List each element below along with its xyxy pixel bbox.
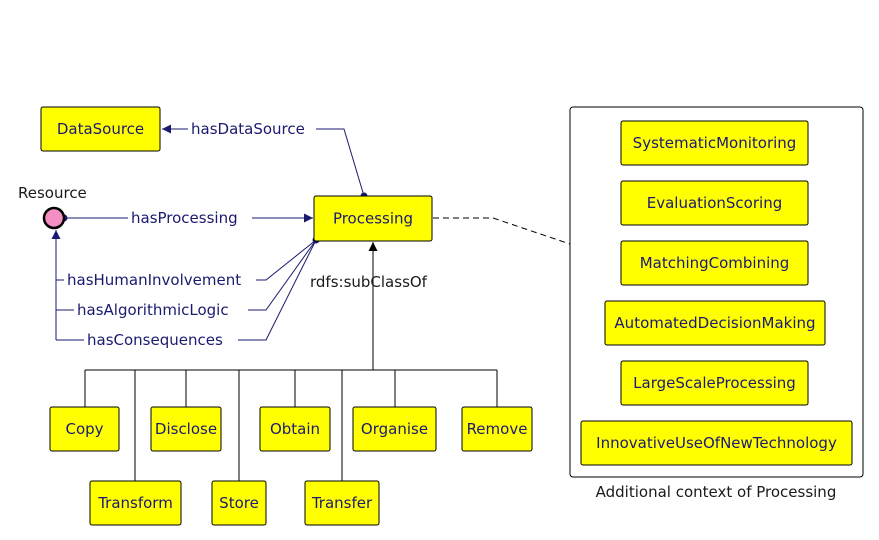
node-store[interactable]: Store <box>211 480 267 526</box>
svg-text:MatchingCombining: MatchingCombining <box>640 254 790 272</box>
context-item-large-scale-processing[interactable]: LargeScaleProcessing <box>620 360 809 406</box>
label-has-data-source: hasDataSource <box>191 120 305 138</box>
svg-text:Disclose: Disclose <box>155 420 217 438</box>
edge-has-data-source <box>162 124 365 197</box>
context-item-matching-combining[interactable]: MatchingCombining <box>620 240 809 286</box>
svg-text:Organise: Organise <box>361 420 428 438</box>
context-item-systematic-monitoring[interactable]: SystematicMonitoring <box>620 120 809 166</box>
svg-text:Processing: Processing <box>333 210 413 228</box>
context-item-innovative-use-of-new-technology[interactable]: InnovativeUseOfNewTechnology <box>580 420 853 466</box>
label-has-algorithmic-logic: hasAlgorithmicLogic <box>77 301 229 319</box>
svg-text:Obtain: Obtain <box>270 420 320 438</box>
node-datasource[interactable]: DataSource <box>40 106 161 152</box>
node-obtain[interactable]: Obtain <box>259 406 331 452</box>
svg-text:InnovativeUseOfNewTechnology: InnovativeUseOfNewTechnology <box>596 434 837 452</box>
resource-label: Resource <box>18 184 87 202</box>
node-processing[interactable]: Processing <box>313 195 433 242</box>
resource-node[interactable] <box>42 206 66 230</box>
node-transform[interactable]: Transform <box>89 480 182 526</box>
edge-context-link <box>433 217 571 245</box>
node-copy[interactable]: Copy <box>49 406 120 452</box>
svg-text:Copy: Copy <box>65 420 103 438</box>
svg-text:SystematicMonitoring: SystematicMonitoring <box>633 134 797 152</box>
svg-text:Transform: Transform <box>97 494 173 512</box>
label-subclass-of: rdfs:subClassOf <box>310 273 428 291</box>
node-disclose[interactable]: Disclose <box>150 406 222 452</box>
svg-text:Store: Store <box>219 494 259 512</box>
label-has-consequences: hasConsequences <box>87 331 223 349</box>
svg-text:Transfer: Transfer <box>311 494 373 512</box>
label-has-human-involvement: hasHumanInvolvement <box>67 271 241 289</box>
context-item-evaluation-scoring[interactable]: EvaluationScoring <box>620 180 809 226</box>
node-transfer[interactable]: Transfer <box>304 480 380 526</box>
node-remove[interactable]: Remove <box>461 406 533 452</box>
node-organise[interactable]: Organise <box>352 406 437 452</box>
svg-text:Remove: Remove <box>467 420 528 438</box>
svg-text:LargeScaleProcessing: LargeScaleProcessing <box>633 374 796 392</box>
label-has-processing: hasProcessing <box>131 209 238 227</box>
svg-text:AutomatedDecisionMaking: AutomatedDecisionMaking <box>614 314 815 332</box>
context-panel-caption: Additional context of Processing <box>596 483 837 501</box>
svg-text:DataSource: DataSource <box>57 120 144 138</box>
svg-text:EvaluationScoring: EvaluationScoring <box>647 194 782 212</box>
context-item-automated-decision-making[interactable]: AutomatedDecisionMaking <box>604 300 826 346</box>
